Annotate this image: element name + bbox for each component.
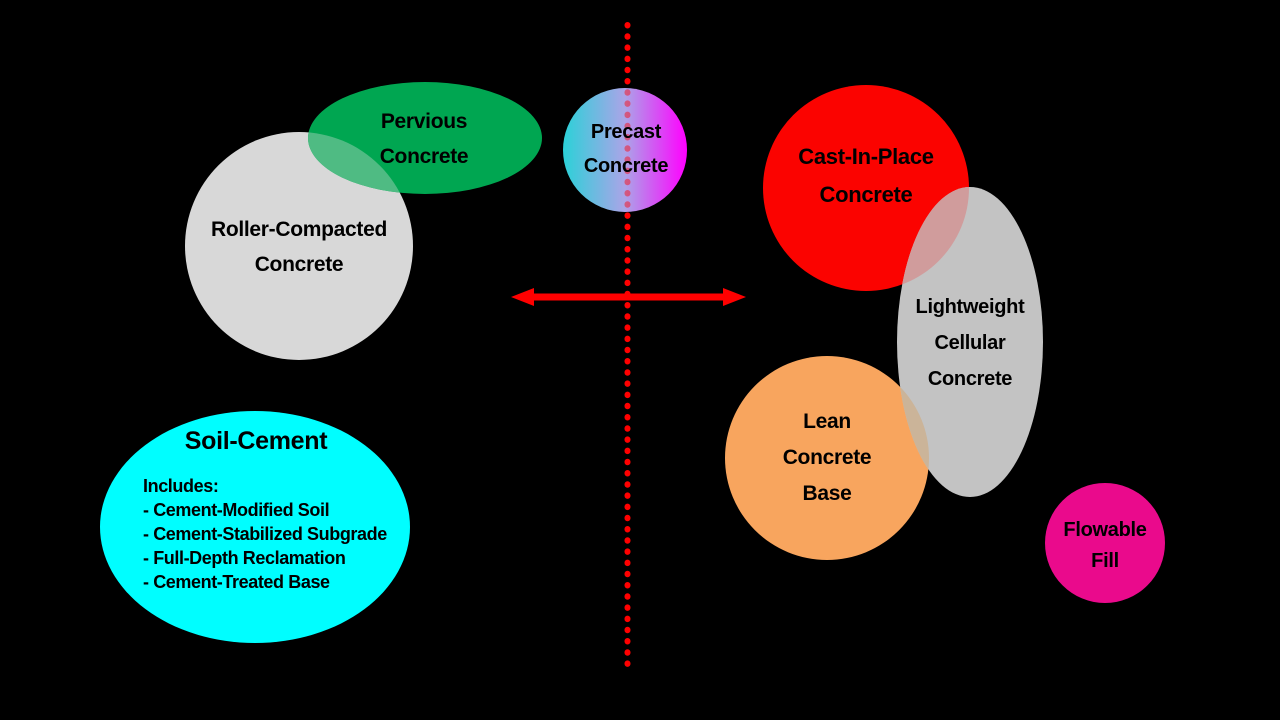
- overlap-lightweight-cast: [897, 187, 969, 291]
- bubble-soil-cement: [100, 411, 410, 643]
- overlap-pervious-roller: [308, 132, 413, 194]
- horizontal-axis-arrow: [511, 288, 746, 306]
- bubble-flowable-fill: [1045, 483, 1165, 603]
- horizontal-arrow-left-head-icon: [511, 288, 534, 306]
- bubble-roller-compacted-concrete: [185, 132, 413, 360]
- horizontal-arrow-right-head-icon: [723, 288, 746, 306]
- bubble-lean-concrete-base: [725, 356, 929, 560]
- bubble-precast-concrete: [563, 88, 687, 212]
